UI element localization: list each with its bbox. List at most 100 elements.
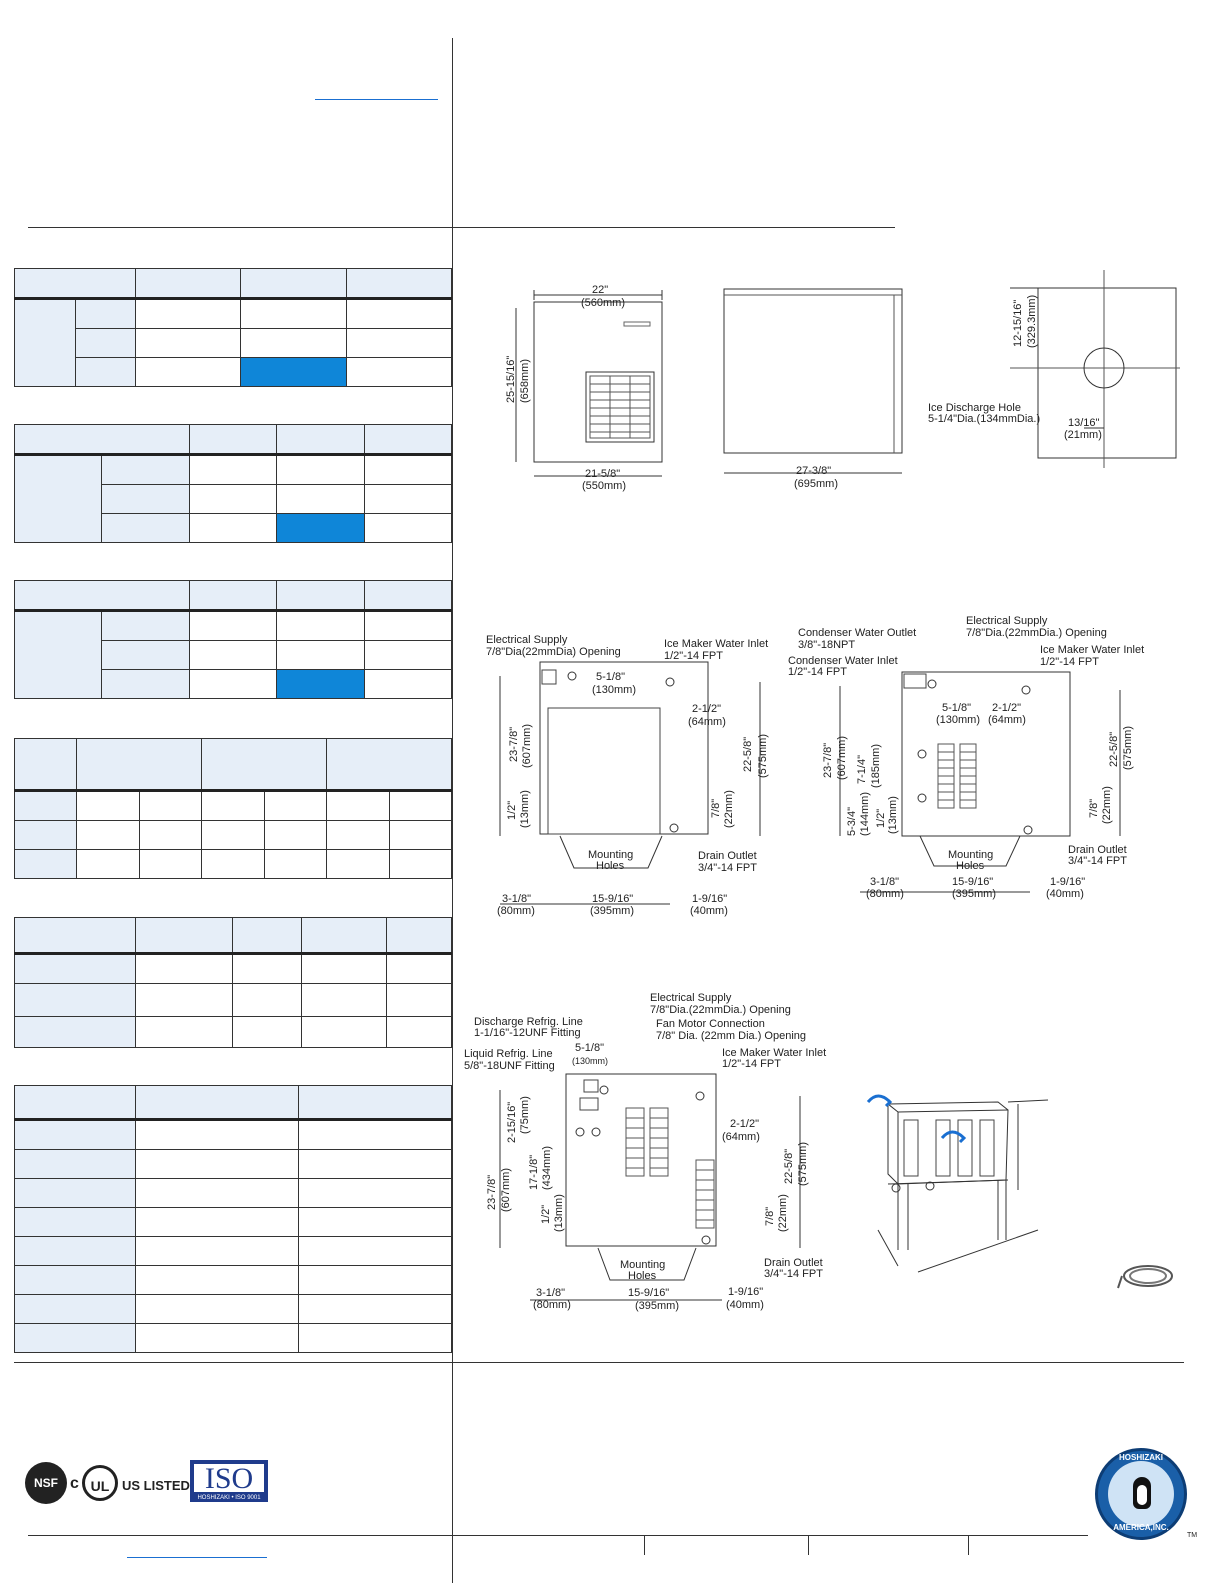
rear-air-h2-mm: (575mm) <box>757 733 769 778</box>
rear-remote-h8-mm: (434mm) <box>541 1145 553 1190</box>
bottom-divider-1 <box>644 1535 645 1555</box>
rear-water-d1-mm: (130mm) <box>936 714 981 726</box>
rear-remote-liq: Liquid Refrig. Line <box>464 1048 553 1060</box>
rear-remote-h3-mm: (13mm) <box>553 1194 565 1232</box>
rear-water-h4: 7/8" <box>1088 798 1100 818</box>
rear-water-h3: 1/2" <box>875 808 887 828</box>
nsf-logo: NSF <box>25 1462 67 1504</box>
header-link[interactable] <box>315 99 438 100</box>
rear-water-cwi: Condenser Water Inlet <box>788 655 898 667</box>
rear-air-h3: 1/2" <box>506 800 518 820</box>
front-view-drawing <box>515 290 663 477</box>
rear-remote-b1-mm: (80mm) <box>533 1299 571 1311</box>
us-listed-label: US LISTED <box>122 1478 190 1493</box>
bottom-divider-2 <box>808 1535 809 1555</box>
rear-water-cwi-size: 1/2"-14 FPT <box>788 666 847 678</box>
rear-water-cwo: Condenser Water Outlet <box>798 627 917 639</box>
rear-air-elec: Electrical Supply <box>486 634 568 646</box>
rear-remote-d1: 5-1/8" <box>575 1042 604 1054</box>
rear-remote-water: Ice Maker Water Inlet <box>722 1047 827 1059</box>
rear-water-h2-mm: (575mm) <box>1122 725 1134 770</box>
rear-water-d1: 5-1/8" <box>942 702 971 714</box>
rear-water-d2-mm: (64mm) <box>988 714 1026 726</box>
rear-remote-dis: Discharge Refrig. Line <box>474 1016 583 1028</box>
rear-air-d2-mm: (64mm) <box>688 716 726 728</box>
iso-subtitle: HOSHIZAKI • ISO 9001 <box>197 1495 261 1501</box>
rear-remote-drain-size: 3/4"-14 FPT <box>764 1268 823 1280</box>
rear-remote-drawing <box>499 1073 801 1301</box>
ice-discharge-label: Ice Discharge Hole <box>928 402 1021 414</box>
rear-air-b1: 3-1/8" <box>502 893 531 905</box>
rear-remote-h1-mm: (607mm) <box>500 1167 512 1212</box>
spec-table-5 <box>14 917 452 1048</box>
spec-table-6 <box>14 1085 452 1353</box>
spec-table-2 <box>13 424 453 543</box>
iso-logo: ISO HOSHIZAKI • ISO 9001 <box>190 1460 268 1502</box>
rear-water-cwo-size: 3/8"-18NPT <box>798 639 856 651</box>
rear-remote-h7: 2-15/16" <box>506 1101 518 1143</box>
rear-air-h4-mm: (22mm) <box>723 790 735 828</box>
rear-remote-h2-mm: (575mm) <box>797 1141 809 1186</box>
rear-air-h1: 23-7/8" <box>508 726 520 762</box>
trademark: TM <box>1187 1532 1198 1539</box>
top-height: 12-15/16" <box>1012 299 1024 347</box>
rear-water-b3-mm: (40mm) <box>1046 888 1084 900</box>
rear-water-h6-mm: (144mm) <box>859 791 871 836</box>
rear-air-d2: 2-1/2" <box>692 703 721 715</box>
rear-water-drawing <box>839 671 1121 893</box>
side-view-drawing <box>723 288 903 474</box>
spec-table-3 <box>13 580 453 699</box>
header-rule-right <box>452 227 895 228</box>
rear-air-b1-mm: (80mm) <box>497 905 535 917</box>
rear-remote-drain: Drain Outlet <box>764 1257 823 1269</box>
rear-air-d1-mm: (130mm) <box>592 684 637 696</box>
hoshizaki-seal: HOSHIZAKI AMERICA,INC. <box>1095 1448 1187 1540</box>
rear-remote-h4: 7/8" <box>764 1206 776 1226</box>
rear-air-h1-mm: (607mm) <box>521 723 533 768</box>
rear-remote-elec-size: 7/8"Dia.(22mmDia.) Opening <box>650 1004 791 1016</box>
rear-water-water: Ice Maker Water Inlet <box>1040 644 1145 656</box>
rear-water-h2: 22-5/8" <box>1108 731 1120 767</box>
rear-remote-h4-mm: (22mm) <box>777 1194 789 1232</box>
spec-table-4 <box>13 738 453 879</box>
rear-remote-d2: 2-1/2" <box>730 1118 759 1130</box>
rear-water-elec: Electrical Supply <box>966 615 1048 627</box>
rear-air-drain: Drain Outlet <box>698 850 757 862</box>
rear-air-b3: 1-9/16" <box>692 893 728 905</box>
rear-air-h3-mm: (13mm) <box>519 790 531 828</box>
top-offset: 13/16" <box>1068 417 1100 429</box>
ul-c-mark: c <box>70 1475 79 1492</box>
rear-water-b1: 3-1/8" <box>870 876 899 888</box>
rear-water-h1: 23-7/8" <box>822 742 834 778</box>
rear-air-drawing <box>499 661 761 905</box>
iso-letters: ISO <box>194 1464 264 1494</box>
side-depth-mm: (695mm) <box>794 478 839 490</box>
rear-water-h1-mm: (607mm) <box>836 735 848 780</box>
rear-air-mount: Mounting <box>588 849 634 861</box>
rear-air-h2: 22-5/8" <box>742 736 754 772</box>
rear-remote-water-size: 1/2"-14 FPT <box>722 1058 781 1070</box>
power-cord-icon <box>1117 1265 1173 1289</box>
rear-water-b1-mm: (80mm) <box>866 888 904 900</box>
rear-water-elec-size: 7/8"Dia.(22mmDia.) Opening <box>966 627 1107 639</box>
rear-remote-d1-mm: (130mm) <box>572 1056 609 1066</box>
rear-remote-b2-mm: (395mm) <box>635 1300 680 1312</box>
rear-water-h5-mm: (185mm) <box>870 743 882 788</box>
rear-air-b2-mm: (395mm) <box>590 905 635 917</box>
top-offset-mm: (21mm) <box>1064 429 1102 441</box>
highlight-cell <box>276 513 365 543</box>
spec-table-1 <box>14 268 453 387</box>
footer-link[interactable] <box>127 1557 267 1558</box>
rear-remote-h1: 23-7/8" <box>486 1174 498 1210</box>
header-rule-left <box>28 227 452 228</box>
rear-air-b2: 15-9/16" <box>592 893 634 905</box>
highlight-cell <box>240 357 347 387</box>
rear-water-b2-mm: (395mm) <box>952 888 997 900</box>
rear-remote-b1: 3-1/8" <box>536 1287 565 1299</box>
rear-water-h4-mm: (22mm) <box>1101 786 1113 824</box>
rear-water-holes: Holes <box>956 860 985 872</box>
front-width-bottom: 21-5/8" <box>585 468 621 480</box>
bottom-rule <box>28 1535 1088 1536</box>
brand-top: HOSHIZAKI <box>1119 1453 1163 1462</box>
rear-air-h4: 7/8" <box>710 798 722 818</box>
